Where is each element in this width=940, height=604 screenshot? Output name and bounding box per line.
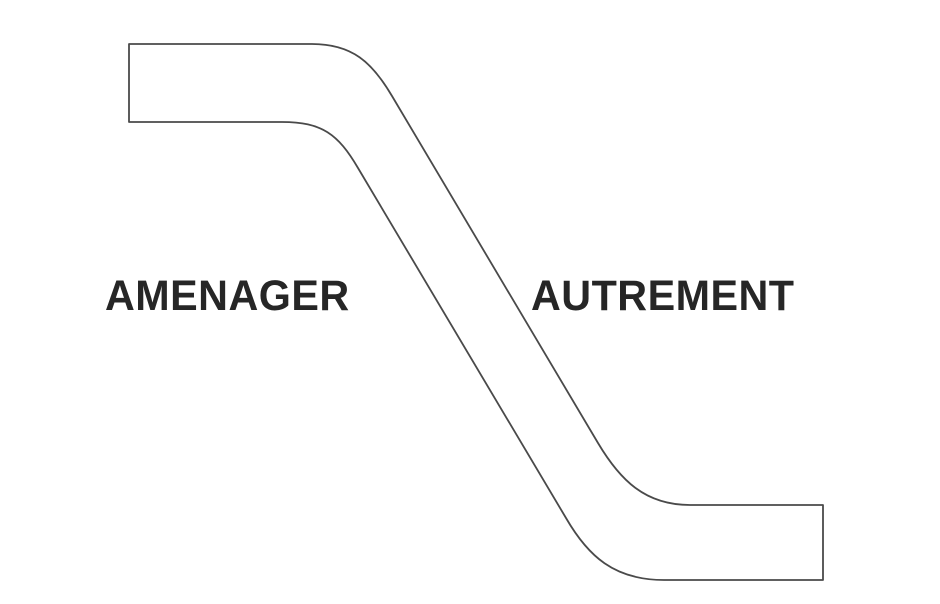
ribbon-outline-path	[128, 43, 824, 581]
wordmark-amenager: AMENAGER	[105, 272, 350, 320]
wordmark-autrement: AUTREMENT	[531, 272, 795, 320]
